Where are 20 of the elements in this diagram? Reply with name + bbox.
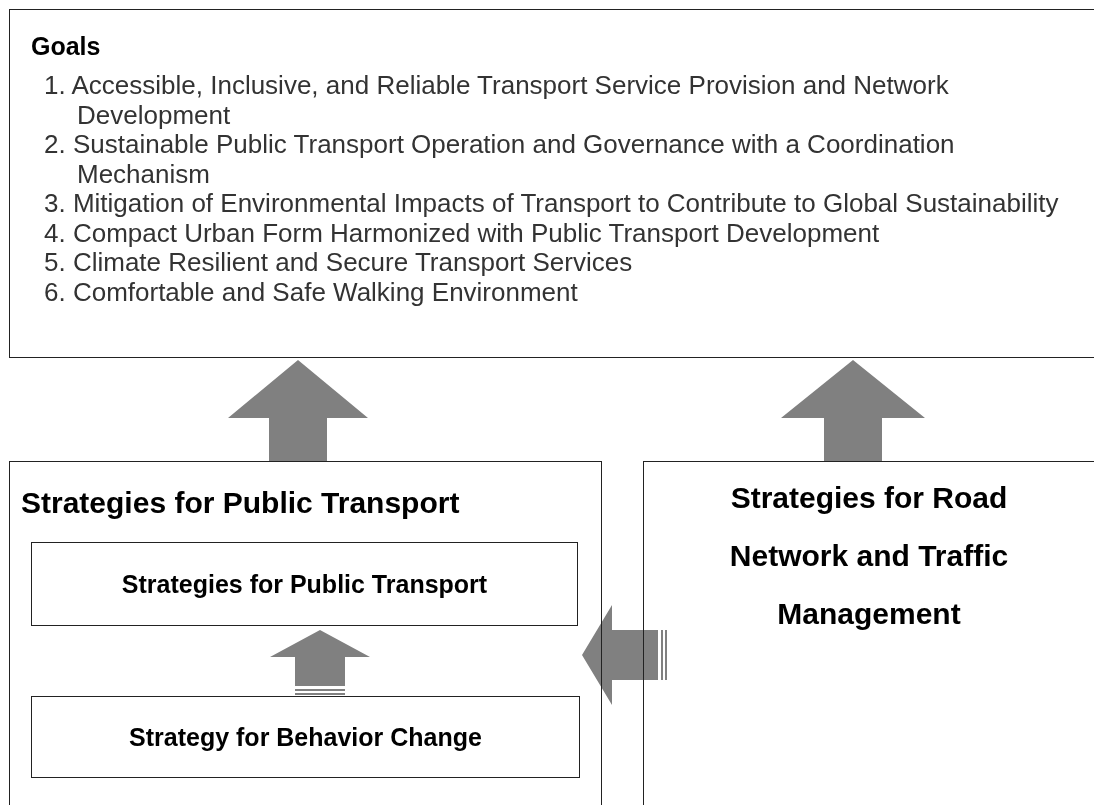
strategy-box bbox=[31, 696, 580, 778]
goal-item: 4. Compact Urban Form Harmonized with Public Transport Development bbox=[43, 218, 881, 248]
box-heading: Strategies for Road Network and Traffic Management bbox=[728, 480, 1010, 632]
strategy-box bbox=[9, 461, 602, 805]
goal-item: 5. Climate Resilient and Secure Transport Services bbox=[43, 248, 634, 278]
goal-item: 3. Mitigation of Environmental Impacts of Transport to Contribute to Global Sustainability bbox=[43, 189, 1060, 219]
strategy-box bbox=[31, 542, 578, 626]
goal-item: 1. Accessible, Inclusive, and Reliable Transport Service Provision and Network Development bbox=[43, 71, 950, 130]
strategy-box bbox=[9, 9, 1094, 358]
box-heading: Strategies for Public Transport bbox=[21, 486, 460, 520]
block-arrow bbox=[228, 360, 368, 461]
box-label: Strategies for Public Transport bbox=[121, 569, 488, 599]
box-heading: Goals bbox=[31, 32, 102, 61]
goal-item: 6. Comfortable and Safe Walking Environment bbox=[43, 277, 579, 307]
box-label: Strategy for Behavior Change bbox=[129, 722, 482, 752]
goal-item: 2. Sustainable Public Transport Operation and Governance with a Coordination Mechanism bbox=[43, 130, 956, 189]
block-arrow bbox=[781, 360, 925, 461]
block-arrow bbox=[582, 605, 667, 705]
strategy-box bbox=[643, 461, 1094, 805]
block-arrow bbox=[270, 630, 370, 695]
